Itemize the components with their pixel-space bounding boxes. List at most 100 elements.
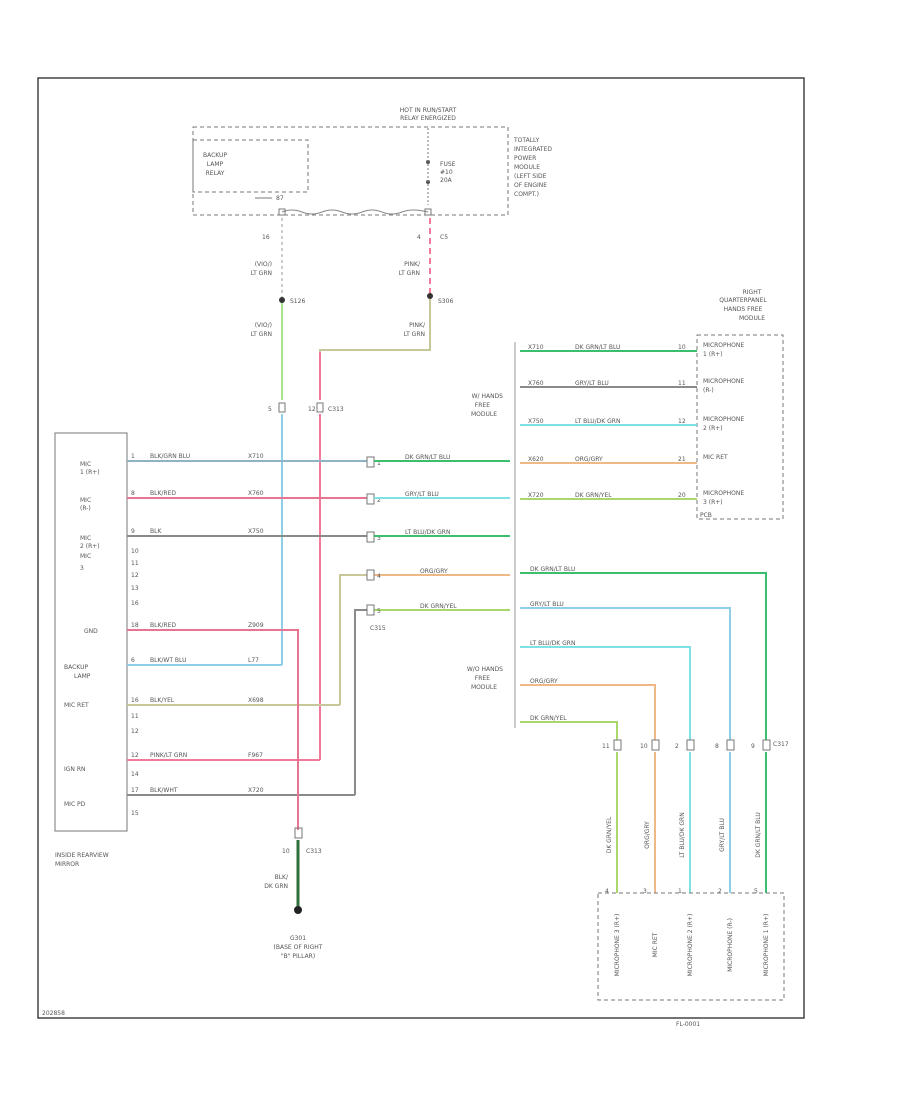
lower-wire-3 <box>520 684 656 740</box>
hfm-title-1: RIGHT <box>743 289 762 296</box>
hfm-wire-code-2: LT BLU/DK GRN <box>575 418 620 425</box>
ground-location-1: (BASE OF RIGHT <box>274 944 323 951</box>
c317-pin-0 <box>613 739 622 751</box>
mic-vertical-code-3: GRY/LT BLU <box>719 818 726 852</box>
mirror-pin-label-8: GND <box>84 628 98 635</box>
hfm-pin-num-4: 20 <box>678 492 686 499</box>
tipm-conn-right: C5 <box>440 234 448 241</box>
mirror-wire-circuit-2: X750 <box>248 528 264 535</box>
c317-label: C317 <box>773 741 789 748</box>
tipm-title-4: MODULE <box>514 164 540 171</box>
upper-left-color: LT GRN <box>251 270 272 277</box>
c317-pin-num-4: 9 <box>751 743 755 750</box>
lower-wire-2 <box>520 646 691 740</box>
hfm-title-3: HANDS FREE <box>724 306 763 313</box>
mirror-pin-label-4: MIC <box>80 535 91 542</box>
c313-label: C313 <box>328 406 344 413</box>
lower-wire-code-0: DK GRN/LT BLU <box>530 566 575 573</box>
c317-pin-num-1: 10 <box>640 743 648 750</box>
footer-right: FL-0001 <box>676 1021 700 1028</box>
hfm-pin-label-2-1: 2 (R+) <box>703 425 723 432</box>
mirror-wire-code-4: BLK/WT BLU <box>150 657 186 664</box>
lower-wire-0 <box>520 572 767 740</box>
mid-wire-code-0: ORG/GRY <box>420 568 448 575</box>
splice-s126: S126 <box>290 298 305 305</box>
relay-pin: 87 <box>276 195 284 202</box>
mic-connector: DK GRN/YEL ORG/GRY LT BLU/DK GRN GRY/LT BLU… <box>597 812 785 1001</box>
splice-s306: S306 <box>438 298 453 305</box>
hf-upper-pin-1 <box>366 456 375 468</box>
hf-upper-pin-num-1: 1 <box>377 460 381 467</box>
splice-dot-s126 <box>279 297 285 303</box>
mirror-wire-circuit-0: X710 <box>248 453 264 460</box>
mic-vertical-code-2: LT BLU/DK GRN <box>679 812 686 857</box>
mirror-extra-pin-7: 14 <box>131 771 139 778</box>
mic-connector-box <box>597 892 785 1001</box>
hfm-wire-circuit-4: X720 <box>528 492 544 499</box>
ground-g301: 10 C313 BLK/ DK GRN G301 (BASE OF RIGHT … <box>127 629 323 960</box>
mic-pin-num-1: 3 <box>643 888 647 895</box>
mic-vertical-code-4: DK GRN/LT BLU <box>755 812 762 857</box>
mic-pin-num-2: 1 <box>678 888 682 895</box>
mic-vertical-code-0: DK GRN/YEL <box>606 816 613 853</box>
c317-pin-3 <box>726 739 735 751</box>
mic-pin-label-0: MICROPHONE 3 (R+) <box>614 914 621 977</box>
c315-pin-num-5: 5 <box>377 608 381 615</box>
hfm-wire-code-3: ORG/GRY <box>575 456 603 463</box>
hfm-pin-num-0: 10 <box>678 344 686 351</box>
mirror-pin-num-4: 6 <box>131 657 135 664</box>
lower-wire-code-2: LT BLU/DK GRN <box>530 640 575 647</box>
mirror-pin-num-3: 18 <box>131 622 139 629</box>
c315-pin-5 <box>366 604 375 616</box>
inside-mirror: INSIDE REARVIEW MIRROR MIC 1 (R+) MIC (R… <box>54 432 139 868</box>
mirror-pin-label-3: (R-) <box>80 505 91 512</box>
c313-pin-5: 5 <box>268 406 272 413</box>
lower-wire-code-1: GRY/LT BLU <box>530 601 564 608</box>
hf-lower-label-2: FREE <box>475 675 490 682</box>
ground-wire-code: BLK/ <box>275 874 289 881</box>
tipm-module: HOT IN RUN/START RELAY ENERGIZED BACKUP … <box>192 107 552 241</box>
mirror-title-2: MIRROR <box>55 861 79 868</box>
hands-free-upper: 1 2 3 W/ HANDS FREE MODULE <box>366 342 516 545</box>
hf-lower-label-1: W/O HANDS <box>467 666 503 673</box>
tipm-title-3: POWER <box>514 155 536 162</box>
tipm-title-2: INTEGRATED <box>514 146 552 153</box>
mirror-pin-num-2: 9 <box>131 528 135 535</box>
mirror-pin-label-2: MIC <box>80 497 91 504</box>
mic-vertical-code-1: ORG/GRY <box>644 821 651 849</box>
tipm-title-5: (LEFT SIDE <box>514 173 547 180</box>
hfm-side: PCB <box>700 512 712 519</box>
hf-upper-wire-code-2: LT BLU/DK GRN <box>405 529 450 536</box>
upper-right-code2: PINK/ <box>409 322 426 329</box>
tipm-pin-left-num: 16 <box>262 234 270 241</box>
mic-pin-num-0: 4 <box>605 888 609 895</box>
hfm-pin-num-1: 11 <box>678 380 686 387</box>
mirror-pin-label-7: 3 <box>80 565 84 572</box>
hf-upper-wire-code-1: GRY/LT BLU <box>405 491 439 498</box>
mirror-pin-label-9: BACKUP <box>64 664 88 671</box>
mirror-extra-pin-1: 11 <box>131 560 139 567</box>
hf-lower-label-3: MODULE <box>471 684 497 691</box>
mirror-pin-num-0: 1 <box>131 453 135 460</box>
relay-label-3: RELAY <box>206 170 225 177</box>
mirror-pin-label-11: MIC RET <box>64 702 89 709</box>
mirror-pin-label-5: 2 (R+) <box>80 543 100 550</box>
hfm-pin-label-4-1: 3 (R+) <box>703 499 723 506</box>
ground-conn-pin-num: 10 <box>282 848 290 855</box>
mirror-wire-code-0: BLK/GRN BLU <box>150 453 190 460</box>
hf-upper-label-2: FREE <box>475 402 490 409</box>
c317-pin-num-3: 8 <box>715 743 719 750</box>
mid-wire-code-1: DK GRN/YEL <box>420 603 457 610</box>
hfm-wire-code-1: GRY/LT BLU <box>575 380 609 387</box>
hands-free-lower: 4 5 C315 W/O HANDS FREE MODULE DK GRN/LT… <box>366 543 789 893</box>
hfm-pin-label-1-1: (R-) <box>703 387 714 394</box>
c313-pin-b <box>316 402 324 413</box>
fuse-label-1: FUSE <box>440 161 456 168</box>
mirror-wire-circuit-5: X698 <box>248 697 264 704</box>
hfm-pin-label-1-0: MICROPHONE <box>703 378 744 385</box>
ground-symbol <box>294 906 302 914</box>
hfm-pin-label-3-0: MIC RET <box>703 454 728 461</box>
hfm-wire-code-0: DK GRN/LT BLU <box>575 344 620 351</box>
hfm-wire-code-4: DK GRN/YEL <box>575 492 612 499</box>
mirror-wire-circuit-1: X760 <box>248 490 264 497</box>
